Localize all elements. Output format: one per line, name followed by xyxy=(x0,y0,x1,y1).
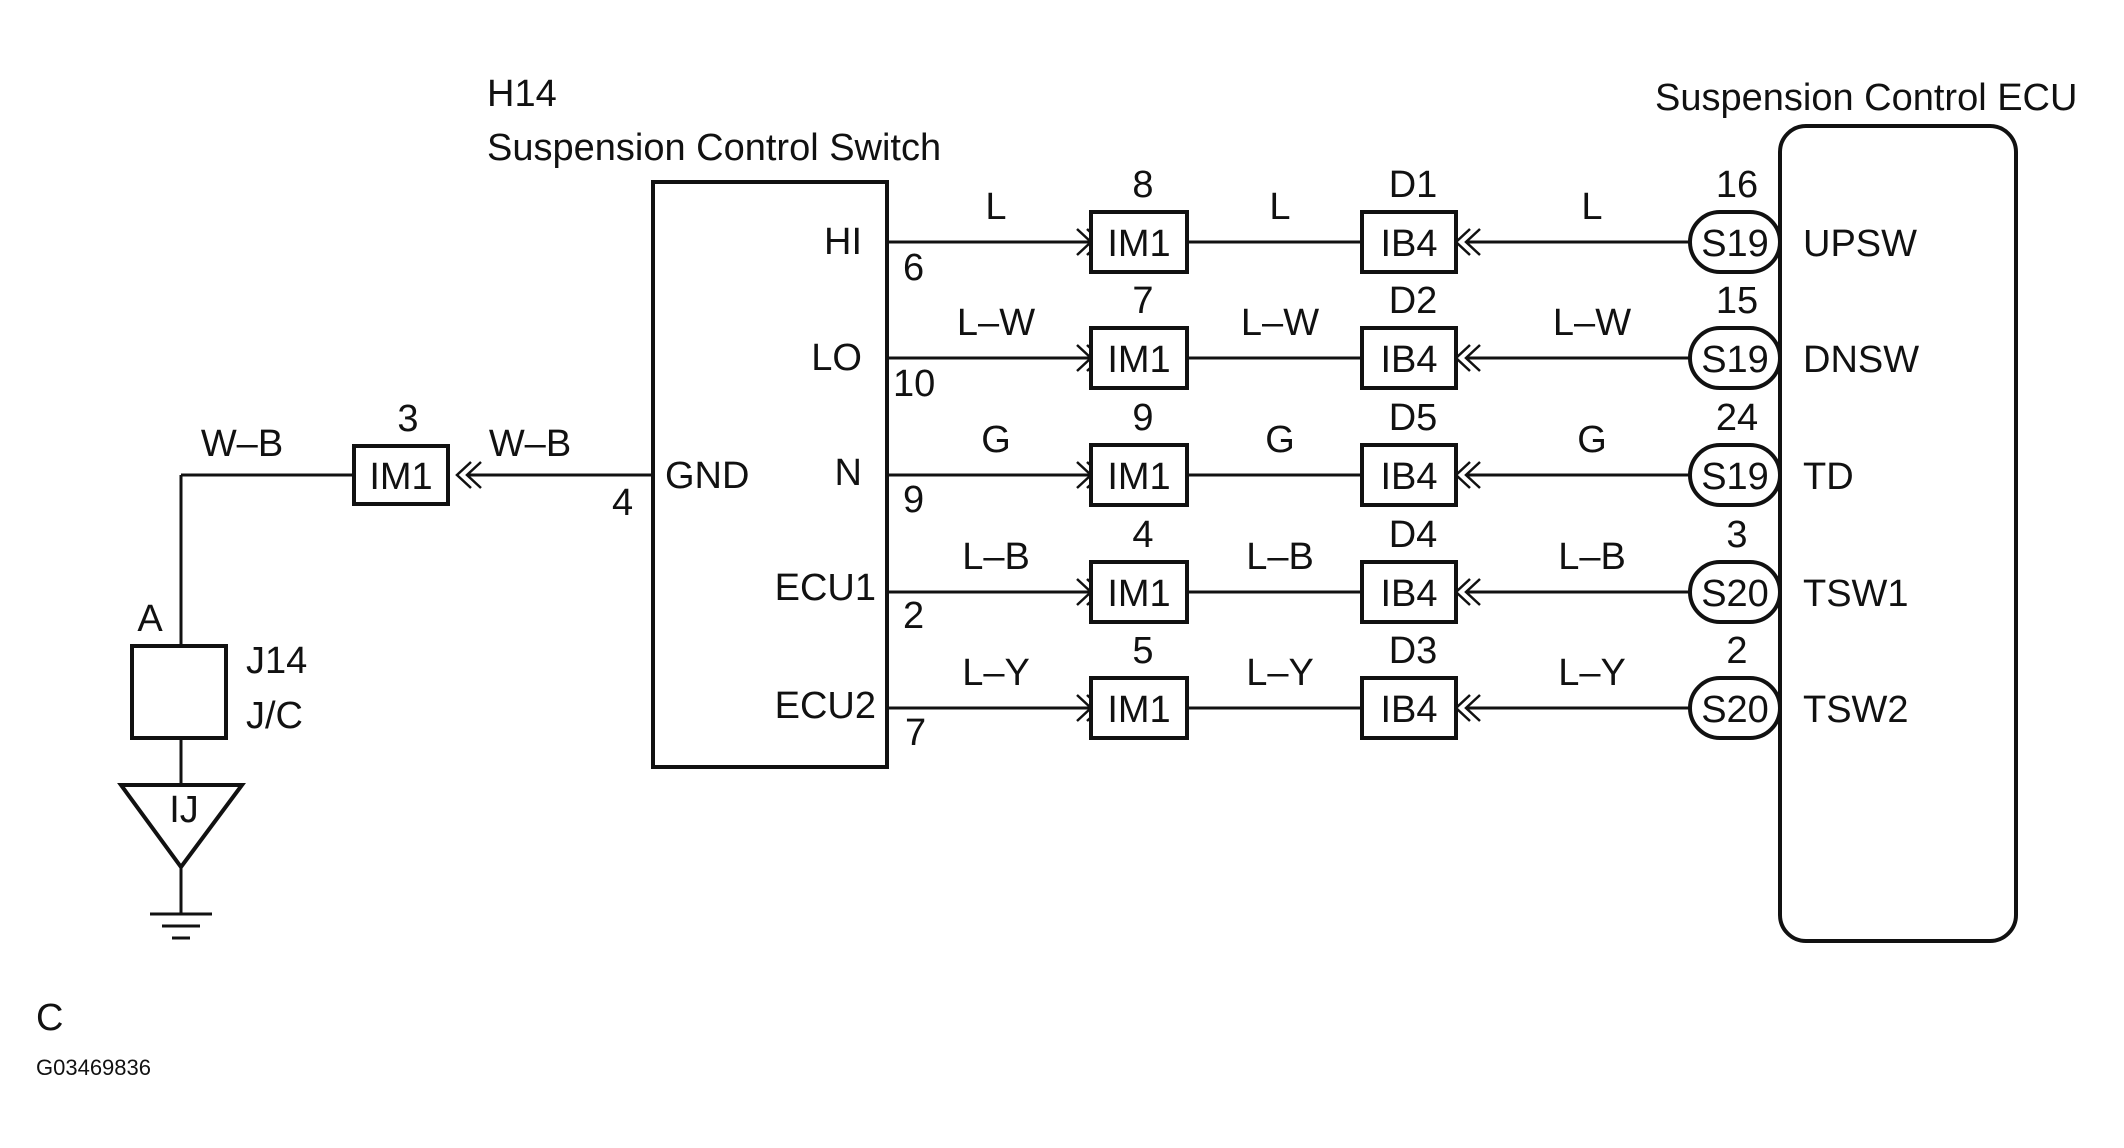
ecu-pin-lo: 15 xyxy=(1716,280,1758,322)
ecu-pin-n: 24 xyxy=(1716,397,1758,439)
switch-terminal-n: N xyxy=(835,452,862,494)
ib4-connector-ecu1 xyxy=(1360,560,1458,624)
ib4-connector-ecu2 xyxy=(1360,676,1458,740)
ecu-connector-label-lo: S19 xyxy=(1701,339,1769,381)
ib4-connector-hi xyxy=(1360,210,1458,274)
im1-connector-ecu2 xyxy=(1089,676,1189,740)
im1-pin-hi: 8 xyxy=(1132,164,1153,206)
wire-color-c-n: G xyxy=(1577,419,1607,461)
im1-label-ecu2: IM1 xyxy=(1107,689,1170,731)
ecu-terminal-n: TD xyxy=(1803,456,1854,498)
switch-terminal-lo: LO xyxy=(811,337,862,379)
junction-type: J/C xyxy=(246,695,303,737)
ecu-connector-label-n: S19 xyxy=(1701,456,1769,498)
ib4-pin-lo: D2 xyxy=(1389,280,1438,322)
wire-color-a-lo: L–W xyxy=(957,302,1035,344)
switch-terminal-gnd: GND xyxy=(665,455,749,497)
wire-color-c-ecu1: L–B xyxy=(1558,536,1626,578)
ecu-connector-hi xyxy=(1688,210,1782,274)
switch-terminal-ecu1: ECU1 xyxy=(775,567,876,609)
ib4-label-n: IB4 xyxy=(1380,456,1437,498)
wire-color-a-n: G xyxy=(981,419,1011,461)
junction-code: J14 xyxy=(246,640,307,682)
im1-label-n: IM1 xyxy=(1107,456,1170,498)
footer-letter: C xyxy=(36,997,63,1039)
im1-connector-ecu1 xyxy=(1089,560,1189,624)
junction-pin: A xyxy=(137,598,163,640)
ecu-pin-hi: 16 xyxy=(1716,164,1758,206)
im1-pin-ecu1: 4 xyxy=(1132,514,1153,556)
ib4-pin-hi: D1 xyxy=(1389,164,1438,206)
ground-im1-connector xyxy=(352,444,450,506)
wire-color-c-ecu2: L–Y xyxy=(1558,652,1626,694)
ib4-pin-n: D5 xyxy=(1389,397,1438,439)
ib4-label-hi: IB4 xyxy=(1380,223,1437,265)
ib4-pin-ecu1: D4 xyxy=(1389,514,1438,556)
im1-pin-ecu2: 5 xyxy=(1132,630,1153,672)
wire-color-c-lo: L–W xyxy=(1553,302,1631,344)
wire-color-c-hi: L xyxy=(1581,186,1602,228)
ground-wire-color-right: W–B xyxy=(489,423,571,465)
ecu-connector-label-hi: S19 xyxy=(1701,223,1769,265)
im1-label-ecu1: IM1 xyxy=(1107,573,1170,615)
switch-body xyxy=(651,180,889,769)
switch-pin-n: 9 xyxy=(903,479,924,521)
ecu-terminal-ecu1: TSW1 xyxy=(1803,573,1909,615)
ground-im1-arrow xyxy=(455,461,482,489)
figure-id: G03469836 xyxy=(36,1055,151,1080)
wire-color-a-hi: L xyxy=(985,186,1006,228)
im1-connector-n xyxy=(1089,443,1189,507)
ground-point-label: IJ xyxy=(169,789,199,831)
switch-pin-hi: 6 xyxy=(903,247,924,289)
ecu-name: Suspension Control ECU xyxy=(1655,77,2077,119)
switch-pin-lo: 10 xyxy=(893,363,935,405)
im1-pin-lo: 7 xyxy=(1132,280,1153,322)
wire-color-b-hi: L xyxy=(1269,186,1290,228)
ecu-connector-ecu1 xyxy=(1688,560,1782,624)
ground-im1-pin: 3 xyxy=(397,398,418,440)
im1-label-hi: IM1 xyxy=(1107,223,1170,265)
ground-wire-color-left: W–B xyxy=(201,423,283,465)
ib4-pin-ecu2: D3 xyxy=(1389,630,1438,672)
switch-pin-ecu1: 2 xyxy=(903,595,924,637)
wire-color-b-ecu1: L–B xyxy=(1246,536,1314,578)
ib4-label-ecu1: IB4 xyxy=(1380,573,1437,615)
ecu-connector-label-ecu1: S20 xyxy=(1701,573,1769,615)
switch-terminal-ecu2: ECU2 xyxy=(775,685,876,727)
ecu-connector-label-ecu2: S20 xyxy=(1701,689,1769,731)
switch-pin-ecu2: 7 xyxy=(905,712,926,754)
im1-label-lo: IM1 xyxy=(1107,339,1170,381)
ecu-terminal-lo: DNSW xyxy=(1803,339,1919,381)
ecu-connector-ecu2 xyxy=(1688,676,1782,740)
wire-color-a-ecu2: L–Y xyxy=(962,652,1030,694)
ecu-pin-ecu2: 2 xyxy=(1726,630,1747,672)
junction-connector xyxy=(130,644,228,740)
ecu-connector-lo xyxy=(1688,326,1782,390)
wire-color-b-lo: L–W xyxy=(1241,302,1319,344)
switch-terminal-hi: HI xyxy=(824,221,862,263)
ground-im1-label: IM1 xyxy=(369,456,432,498)
ground-circuit: IM1 3 W–B W–B A J14 J/C IJ xyxy=(117,398,653,940)
ecu-terminal-ecu2: TSW2 xyxy=(1803,689,1909,731)
ecu-terminal-hi: UPSW xyxy=(1803,223,1917,265)
switch-code: H14 xyxy=(487,73,557,115)
ground-point-symbol xyxy=(117,783,246,871)
ib4-label-lo: IB4 xyxy=(1380,339,1437,381)
wire-color-b-ecu2: L–Y xyxy=(1246,652,1314,694)
ecu-connector-n xyxy=(1688,443,1782,507)
switch-pin-gnd: 4 xyxy=(612,482,633,524)
ib4-label-ecu2: IB4 xyxy=(1380,689,1437,731)
ecu-body xyxy=(1778,124,2018,943)
wire-color-b-n: G xyxy=(1265,419,1295,461)
ecu-pin-ecu1: 3 xyxy=(1726,514,1747,556)
switch-name: Suspension Control Switch xyxy=(487,127,941,169)
im1-pin-n: 9 xyxy=(1132,397,1153,439)
wire-color-a-ecu1: L–B xyxy=(962,536,1030,578)
